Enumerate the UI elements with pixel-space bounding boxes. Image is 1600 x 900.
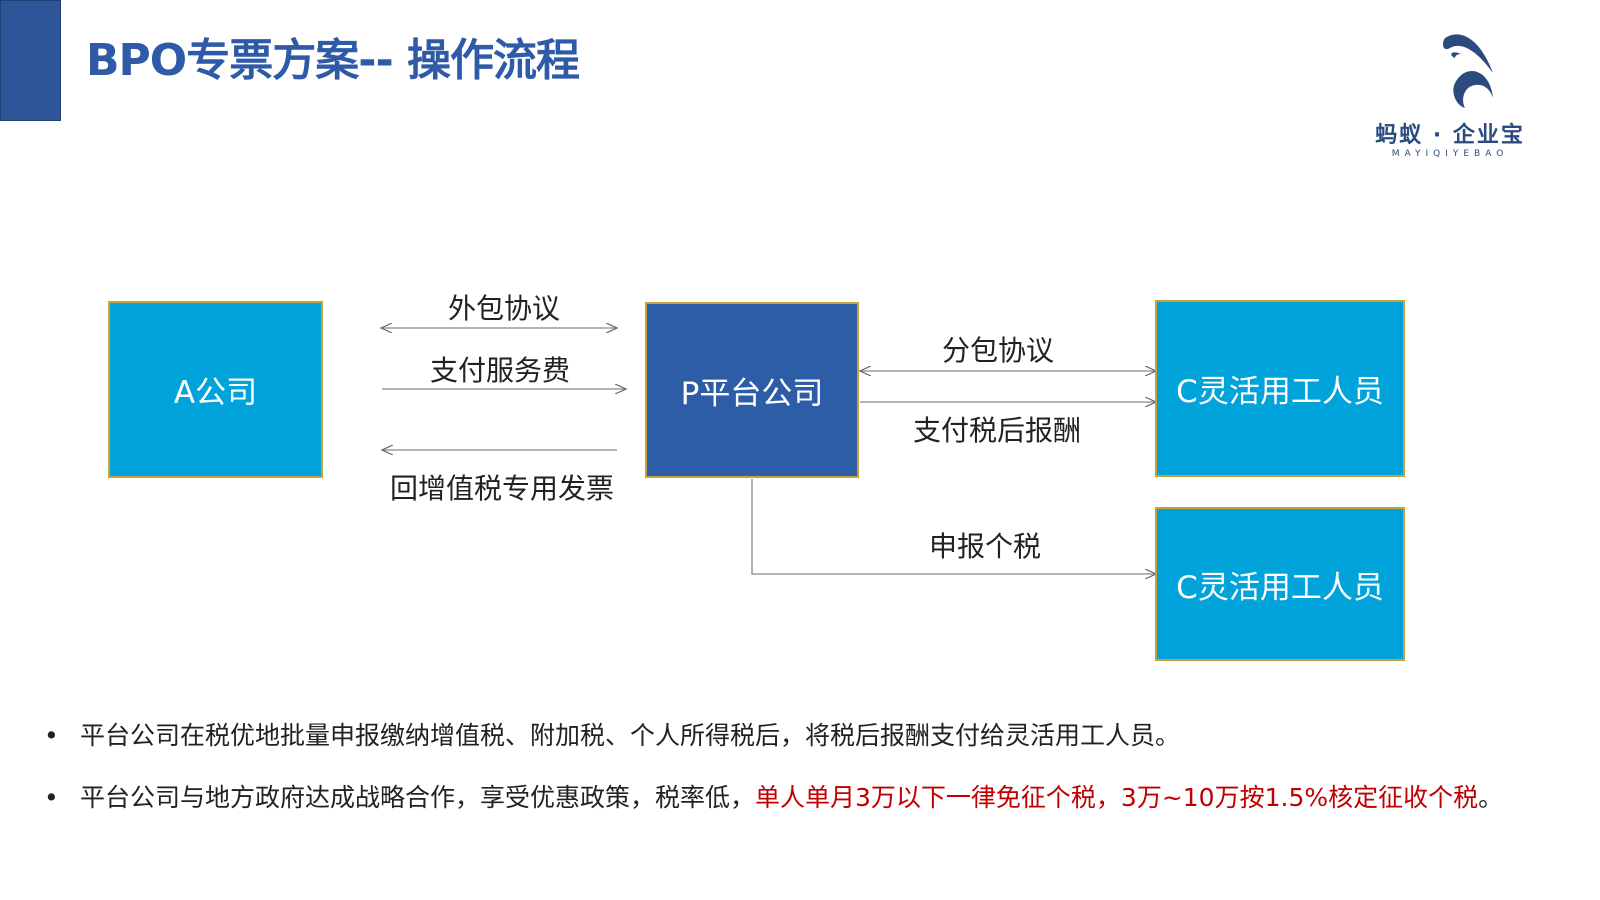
node-label: P平台公司 [680,375,824,412]
accent-bar [0,0,61,121]
arrow-declare-tax [751,479,1156,574]
bullet-item: •平台公司与地方政府达成战略合作，享受优惠政策，税率低，单人单月3万以下一律免征… [44,783,1504,812]
bullet-text: 平台公司与地方政府达成战略合作，享受优惠政策，税率低， [80,783,756,812]
edge-label-declare-tax: 申报个税 [928,530,1042,563]
bullet-highlight: 单人单月3万以下一律免征个税，3万~10万按1.5%核定征收个税 [755,783,1479,812]
bullet-item: •平台公司在税优地批量申报缴纳增值税、附加税、个人所得税后，将税后报酬支付给灵活… [44,721,1181,750]
logo-mark-icon [1442,34,1493,108]
edge-label-invoice: 回增值税专用发票 [389,472,615,505]
node-worker-c1: C灵活用工人员 [1155,300,1405,477]
node-label: A公司 [173,375,258,411]
node-label: C灵活用工人员 [1176,374,1384,410]
logo-name-cn: 蚂蚁 · 企业宝 [1375,123,1525,148]
edge-label-outsource: 外包协议 [447,292,561,325]
node-label: C灵活用工人员 [1176,569,1384,606]
edge-label-pay-after-tax: 支付税后报酬 [912,414,1082,447]
edge-label-subcontract: 分包协议 [941,334,1055,367]
node-worker-c2: C灵活用工人员 [1155,507,1405,661]
logo-name-en: MAYIQIYEBAO [1391,149,1509,159]
node-company-a: A公司 [108,301,323,478]
bullet-end: 。 [1478,783,1504,812]
page-title: BPO专票方案-- 操作流程 [86,35,580,86]
node-platform-p: P平台公司 [645,302,859,478]
edge-label-pay-service: 支付服务费 [429,354,571,387]
logo: 蚂蚁 · 企业宝 MAYIQIYEBAO [1370,28,1530,159]
bullet-text: 平台公司在税优地批量申报缴纳增值税、附加税、个人所得税后，将税后报酬支付给灵活用… [80,721,1181,750]
